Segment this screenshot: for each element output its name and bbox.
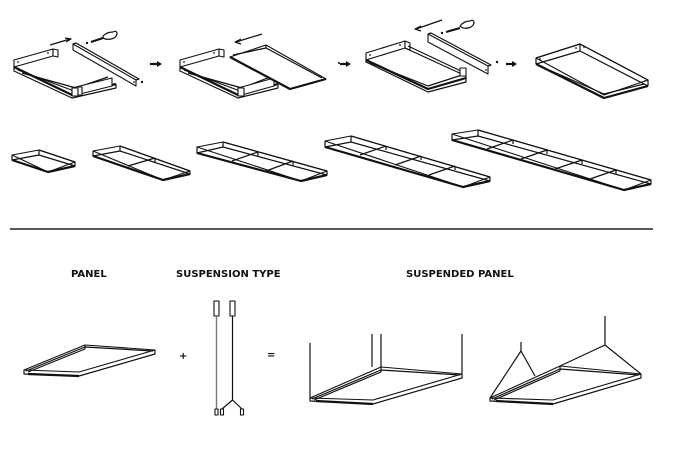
screwdriver-icon xyxy=(440,19,475,35)
arrow-right-icon xyxy=(506,61,517,67)
suspended-panel-label: SUSPENDED PANEL xyxy=(406,269,514,280)
suspension-cable-straight xyxy=(213,300,220,416)
screw xyxy=(338,62,340,64)
plus-symbol: + xyxy=(179,351,188,362)
suspended-panel-v-cables xyxy=(489,316,642,406)
step-2-frame xyxy=(179,48,279,99)
config-5-modules xyxy=(451,129,652,192)
config-1-module xyxy=(11,149,76,174)
suspended-panel-straight-cables xyxy=(309,334,463,406)
suspension-cable-y xyxy=(219,300,245,416)
config-4-modules xyxy=(324,135,491,189)
screw xyxy=(140,80,144,84)
arrow-right-icon xyxy=(340,61,351,67)
screwdriver-icon xyxy=(85,30,118,45)
step-4-assembled-frame xyxy=(535,43,649,100)
panel-illustration xyxy=(23,344,156,378)
slide-arrow-icon xyxy=(234,33,263,45)
config-3-modules xyxy=(196,141,328,183)
step-3-frame xyxy=(365,40,467,93)
config-2-modules xyxy=(92,145,191,182)
step-2-panel xyxy=(229,44,327,91)
step-1-bracket xyxy=(72,42,140,87)
slide-arrow-icon xyxy=(49,37,72,46)
step-3-bracket xyxy=(427,32,492,75)
step-1-frame xyxy=(13,48,117,99)
equals-symbol: = xyxy=(267,350,276,361)
frame-side-wall xyxy=(13,48,54,68)
arrow-right-icon xyxy=(150,61,162,67)
panel-label: PANEL xyxy=(71,269,107,280)
frame-bracket xyxy=(52,48,59,58)
suspension-type-label: SUSPENSION TYPE xyxy=(176,269,281,280)
slide-arrow-icon xyxy=(414,19,443,32)
screw xyxy=(495,60,499,64)
